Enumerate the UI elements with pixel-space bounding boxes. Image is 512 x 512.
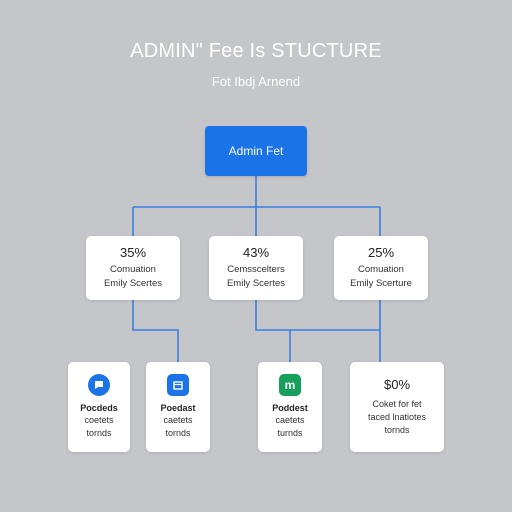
node-line: Emily Scertes <box>226 278 286 289</box>
node-line: tornds <box>165 428 191 438</box>
node-name: Pocdeds <box>80 403 118 413</box>
node-name: Poddest <box>272 403 308 413</box>
root-node-label: Admin Fet <box>228 144 284 158</box>
node-percent: 25% <box>367 245 395 260</box>
node-percent: $0% <box>383 377 411 392</box>
node-line: turnds <box>277 428 303 438</box>
level3-node[interactable]: Pocdeds coetets tornds <box>68 362 130 452</box>
diagram-title: ADMIN" Fee Is STUCTURE <box>130 40 382 62</box>
level3-node[interactable]: Poedast caetets tornds <box>146 362 210 452</box>
node-line: Coket for fet <box>372 399 422 409</box>
level2-node[interactable]: 35% Comuation Emily Scertes <box>86 236 180 300</box>
level2-node[interactable]: 43% Cemsscelters Emily Scertes <box>209 236 303 300</box>
node-percent: 35% <box>119 245 147 260</box>
chat-bubble-icon <box>88 374 110 396</box>
node-line: Comuation <box>110 264 156 275</box>
node-line: coetets <box>84 415 114 425</box>
node-percent: 43% <box>242 245 270 260</box>
node-line: Comuation <box>358 264 404 275</box>
node-line: Cemsscelters <box>227 264 285 275</box>
calendar-icon <box>167 374 189 396</box>
diagram-subtitle: Fot Ibdj Arnend <box>211 74 301 89</box>
root-node[interactable]: Admin Fet <box>205 126 307 176</box>
connector-center-down <box>255 300 381 362</box>
connector-left-down <box>132 300 179 362</box>
level3-node[interactable]: m Poddest caetets turnds <box>258 362 322 452</box>
node-line: tornds <box>384 425 410 435</box>
node-line: Emily Scertes <box>103 278 163 289</box>
level2-node[interactable]: 25% Comuation Emily Scerture <box>334 236 428 300</box>
node-name: Poedast <box>160 403 196 413</box>
node-line: caetets <box>163 415 193 425</box>
node-line: taced lnatiotes <box>367 412 427 422</box>
node-line: Emily Scerture <box>350 278 412 289</box>
m-logo-icon: m <box>279 374 301 396</box>
node-line: tornds <box>86 428 112 438</box>
level3-node[interactable]: $0% Coket for fet taced lnatiotes tornds <box>350 362 444 452</box>
node-line: caetets <box>275 415 305 425</box>
